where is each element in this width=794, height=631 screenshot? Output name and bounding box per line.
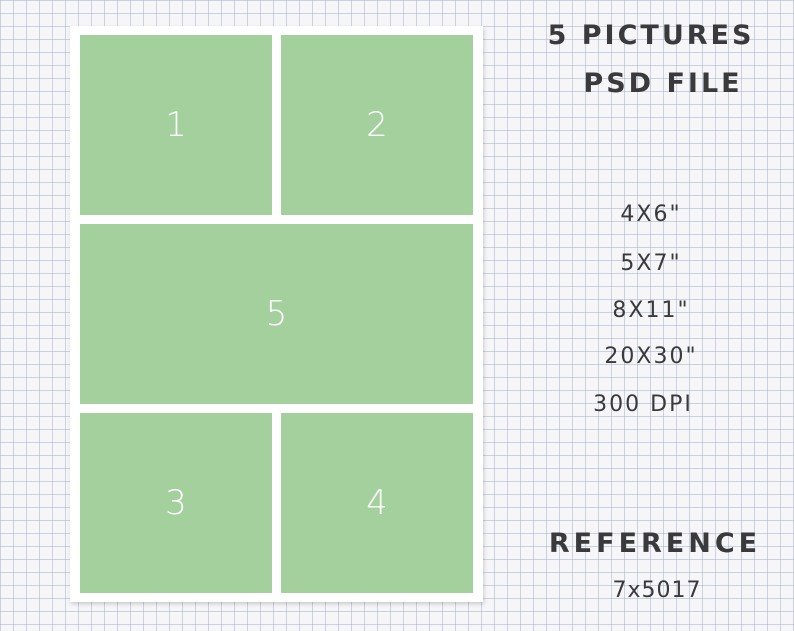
- size-option: 8X11": [612, 298, 690, 323]
- size-option: 20X30": [604, 344, 698, 369]
- title-line-1: 5 PICTURES: [547, 20, 755, 51]
- photo-slot-5: 5: [80, 224, 473, 404]
- photo-slot-4: 4: [281, 413, 473, 593]
- slot-number: 1: [165, 105, 187, 145]
- size-option: 5X7": [620, 251, 682, 276]
- collage-template: 1 2 5 3 4: [70, 26, 483, 602]
- photo-slot-1: 1: [80, 35, 272, 215]
- resolution-label: 300 DPI: [593, 392, 693, 417]
- title-line-2: PSD FILE: [583, 68, 743, 99]
- reference-code: 7x5017: [612, 578, 702, 603]
- size-option: 4X6": [620, 202, 682, 227]
- photo-slot-3: 3: [80, 413, 272, 593]
- slot-number: 2: [366, 105, 388, 145]
- photo-slot-2: 2: [281, 35, 473, 215]
- slot-number: 3: [165, 483, 187, 523]
- slot-number: 4: [366, 483, 388, 523]
- reference-label: REFERENCE: [548, 528, 762, 559]
- slot-number: 5: [265, 294, 288, 334]
